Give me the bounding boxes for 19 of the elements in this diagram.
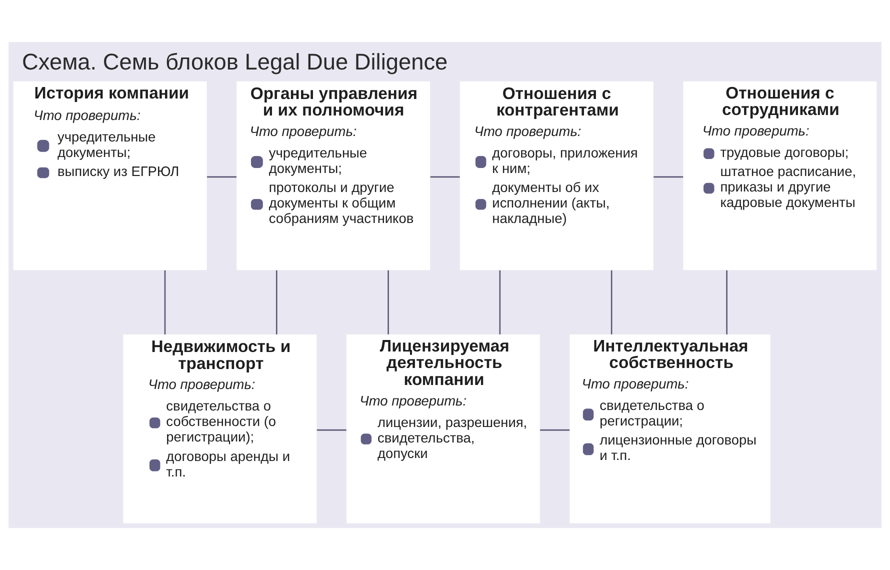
- diagram-title: Схема. Семь блоков Legal Due Diligence: [22, 48, 448, 75]
- connector: [164, 270, 166, 334]
- node-box: Органы управления и их полномочия Что проверить: учредительные документы; протоколы и другие документы к общим собраниям участников: [236, 81, 430, 270]
- connector: [654, 176, 684, 178]
- connector: [499, 270, 501, 334]
- node-box: Отношения с контрагентами Что проверить: договоры, приложения к ним; документы об их исполнении (акты, накладные): [460, 81, 654, 270]
- connector: [207, 176, 236, 178]
- connector: [388, 270, 389, 334]
- node-box: Лицензируемая деятельность компании Что проверить: лицензии, разрешения, свидетельства, допуски: [346, 334, 540, 524]
- node-box: Недвижимость и транспорт Что проверить: свидетельства о собственности (о регистрации); договоры аренды и т.п.: [123, 334, 317, 524]
- connector: [316, 429, 346, 431]
- connector: [610, 270, 612, 334]
- connector: [726, 270, 728, 334]
- node-box: Отношения с сотрудниками Что проверить: трудовые договоры; штатное расписание, приказы и другие кадровые документы: [683, 81, 877, 270]
- connector: [430, 176, 460, 178]
- node-box: Интеллектуальная собственность Что проверить: свидетельства о регистрации; лицензионные договоры и т.п.: [570, 334, 770, 524]
- connector: [540, 429, 570, 431]
- connector: [276, 270, 278, 334]
- node-box: История компании Что проверить: учредительные документы; выписку из ЕГРЮЛ: [13, 81, 207, 270]
